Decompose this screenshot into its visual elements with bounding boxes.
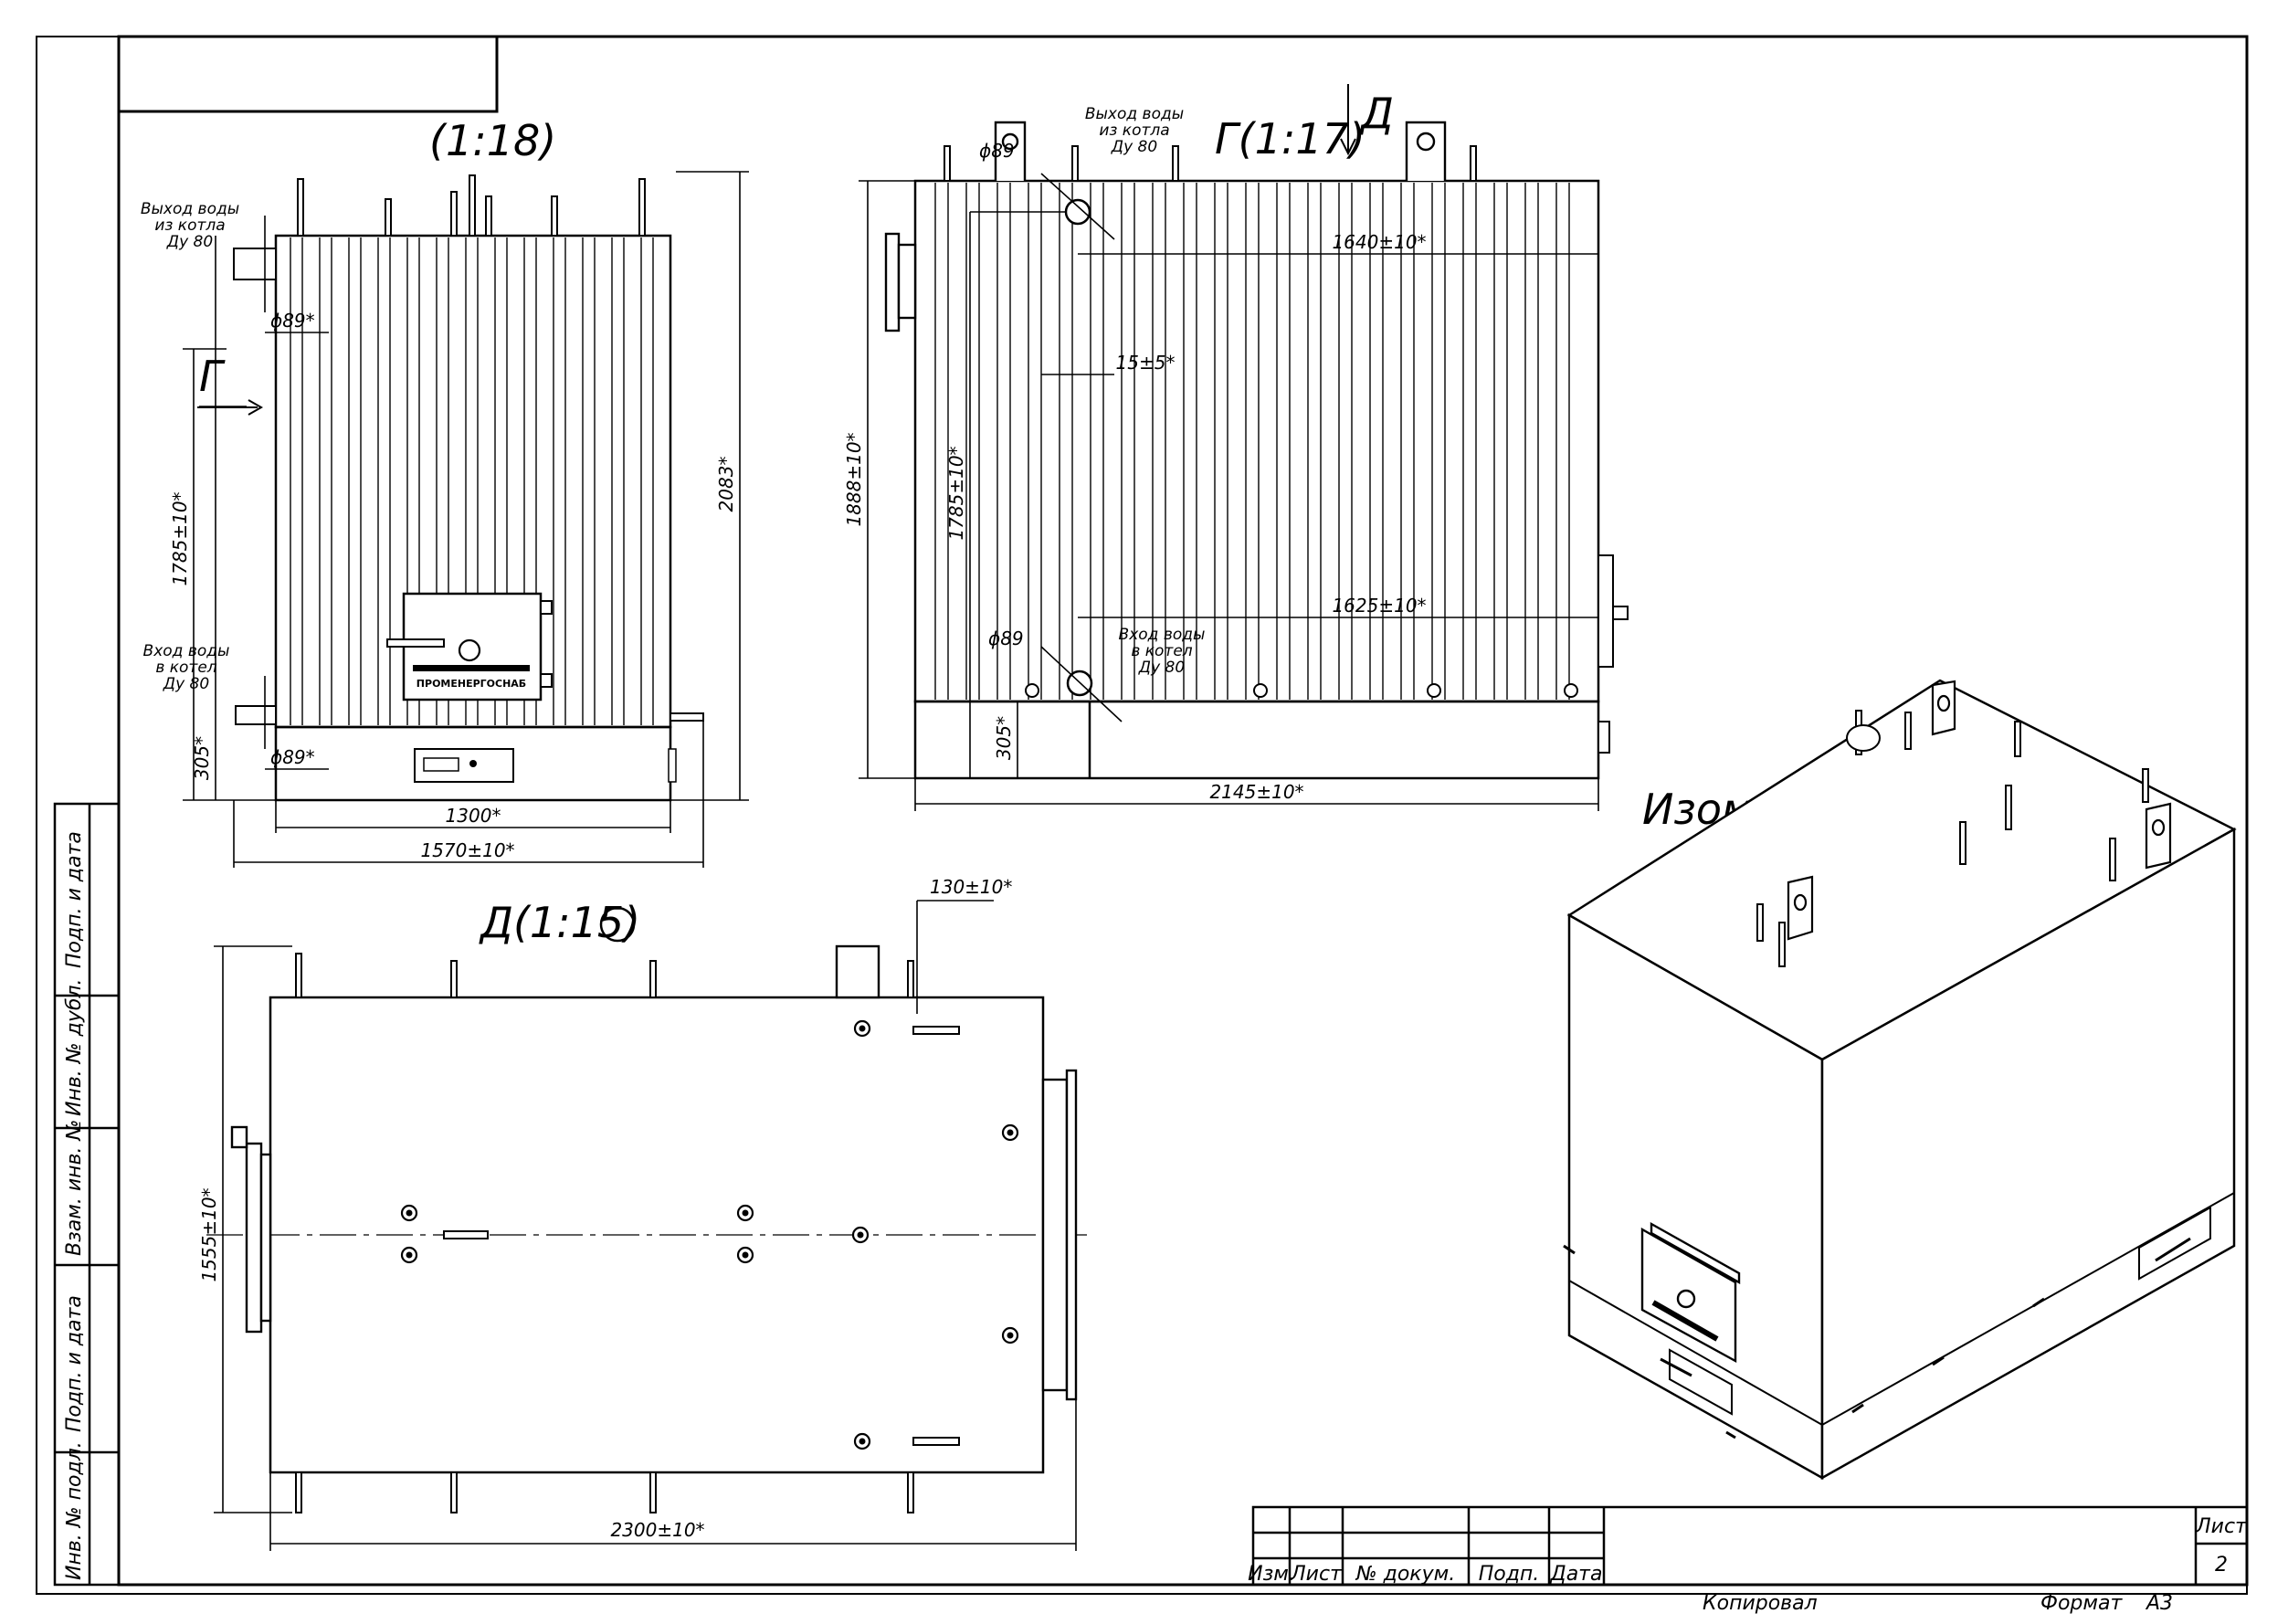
side-dim-d-bottom: ϕ89 [988,627,1024,649]
svg-text:Вход воды: Вход воды [1119,626,1206,644]
side-bottom-bolts [1025,683,1578,698]
iso-side-door [2138,1206,2211,1281]
svg-text:Ду 80: Ду 80 [163,675,209,693]
front-firebox-door: ПРОМЕНЕРГОСНАБ [386,592,553,701]
tb-header-doc-no: № докум. [1355,1563,1455,1586]
tb-copied: Копировал [1703,1592,1818,1615]
top-view-title: Д(1:15) [479,898,640,947]
side-flange [884,232,917,332]
front-nozzles [233,248,704,725]
tb-sheet-number: 2 [2215,1554,2228,1577]
front-outlet-note: Выход воды из котла Ду 80 [141,200,239,251]
tb-header-date: Дата [1550,1563,1603,1586]
side-top-studs [944,145,1477,182]
side-outlet-circle [1064,198,1091,226]
side-dim-1888: 1888±10* [843,432,865,526]
side-inlet-note: Вход воды в котел Ду 80 [1119,626,1206,677]
side-dim-1785: 1785±10* [945,446,967,540]
svg-text:Ду 80: Ду 80 [166,233,213,251]
svg-text:в котел: в котел [1131,642,1192,660]
tb-sheet-label: Лист [2195,1515,2248,1538]
side-view: Г(1:17) Д [843,84,1629,811]
iso-lugs [1787,680,2172,941]
top-dim-1555: 1555±10* [198,1187,220,1281]
stamp-replace-inv: Взам. инв. № [63,1120,86,1256]
top-left-flange [230,1125,272,1334]
front-dim-1785: 1785±10* [169,491,191,585]
side-dim-1625: 1625±10* [1332,595,1426,617]
front-dim-d-outlet: ϕ89* [270,310,315,332]
top-dim-130: 130±10* [930,876,1012,898]
top-slots [443,1026,960,1446]
front-view-title: (1:18) [429,116,556,165]
tb-header-change: Изм. [1248,1563,1295,1586]
front-view: (1:18) [141,116,749,868]
side-view-title: Г(1:17) [1215,114,1365,163]
front-dim-d-inlet: ϕ89* [270,746,315,768]
svg-text:Выход воды: Выход воды [141,200,239,218]
tb-format-label: Формат [2040,1592,2123,1615]
front-dim-1300: 1300* [446,805,501,827]
svg-text:Вход воды: Вход воды [143,642,230,660]
stamp-sign-date-1: Подп. и дата [63,831,86,968]
svg-text:из котла: из котла [1099,121,1169,140]
top-right-flange [1041,1069,1078,1401]
door-brand-plate: ПРОМЕНЕРГОСНАБ [416,678,526,690]
iso-view: Изометрия (1:20) II [1563,679,2237,1481]
side-dim-2145: 2145±10* [1209,781,1303,803]
front-ashpit-door [414,748,677,783]
top-view: Д(1:15) [198,876,1087,1551]
svg-text:Ду 80: Ду 80 [1138,659,1185,677]
svg-text:в котел: в котел [155,659,216,677]
view-direction-icon [599,906,636,943]
front-dim-1570: 1570±10* [420,839,514,861]
title-block: Изм. Лист № докум. Подп. Дата Лист 2 Коп… [1248,1505,2249,1615]
side-fins [934,183,1570,700]
front-inlet-note: Вход воды в котел Ду 80 [143,642,230,693]
tb-format-value: А3 [2145,1592,2173,1615]
stamp-sign-date-2: Подп. и дата [63,1295,86,1432]
side-right-nozzle [1597,554,1629,754]
front-dim-2083: 2083* [715,457,737,512]
tb-header-sheet: Лист [1290,1563,1343,1586]
side-dim-305: 305* [993,716,1015,760]
side-lifting-lugs [994,121,1447,181]
side-dim-1640: 1640±10* [1332,231,1426,253]
svg-text:Выход воды: Выход воды [1085,105,1184,123]
side-view-mark: Д [1359,89,1394,138]
side-outlet-note: Выход воды из котла Ду 80 [1085,105,1184,156]
side-dim-d-top: ϕ89 [979,140,1015,162]
top-bolt-holes [400,1019,1019,1450]
tb-header-signature: Подп. [1479,1563,1540,1586]
stamp-original-inv: Инв. № подл. [63,1441,86,1580]
front-dim-305: 305* [191,736,213,780]
front-top-studs [297,174,646,237]
top-dim-2300: 2300±10* [610,1519,704,1541]
iso-ashpit-door [1660,1348,1733,1416]
iso-pipe-stubs [1563,1244,2045,1439]
top-studs [295,953,914,1513]
side-stamp: Подп. и дата Инв. № дубл. Взам. инв. № П… [53,802,121,1587]
side-dim-15: 15±5* [1116,352,1176,374]
svg-text:из котла: из котла [154,216,225,235]
stamp-duplicate-inv: Инв. № дубл. [63,978,86,1116]
iso-firebox-door [1640,1221,1741,1364]
front-section-mark: Г [199,352,226,401]
svg-text:Ду 80: Ду 80 [1111,138,1157,156]
